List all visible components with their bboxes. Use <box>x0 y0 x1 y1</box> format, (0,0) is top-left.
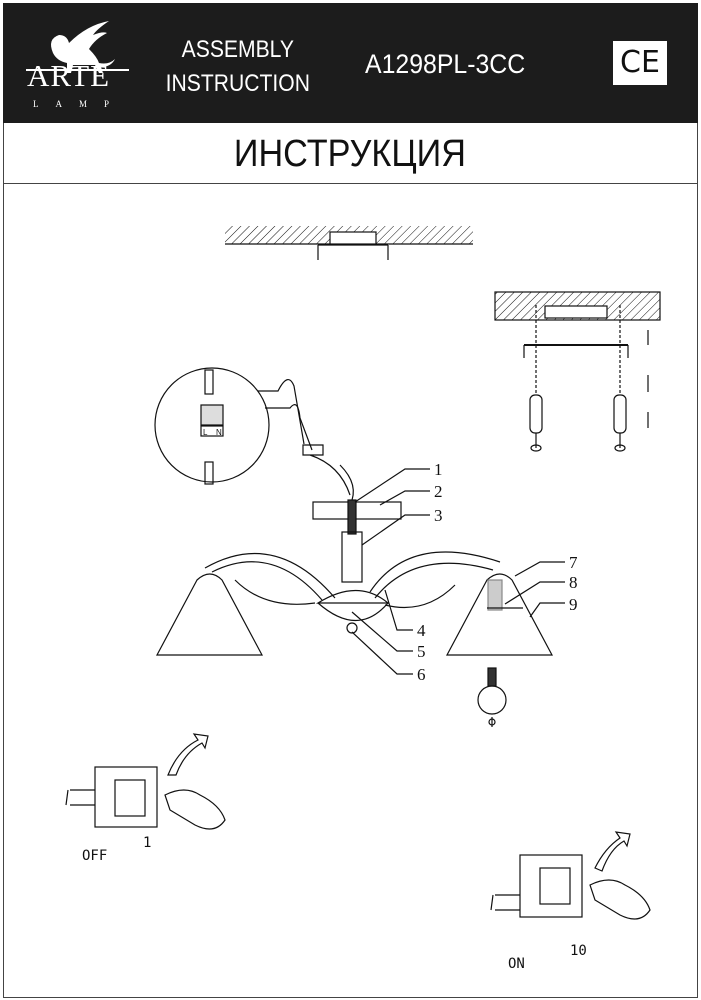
griffin-logo-icon <box>26 21 129 73</box>
assembly-instruction-heading: ASSEMBLY INSTRUCTION <box>163 33 313 101</box>
part-callouts: 1 2 3 4 5 6 7 8 9 <box>351 460 578 684</box>
assembly-line1: ASSEMBLY <box>181 36 294 63</box>
ce-mark: CE <box>613 41 667 85</box>
wire-connector-detail: L N <box>154 367 351 496</box>
switch-off-diagram: OFF 1 <box>65 733 226 864</box>
screw-icon <box>529 305 543 452</box>
part-label-6: 6 <box>417 665 426 684</box>
switch-off-state: OFF <box>82 848 107 864</box>
part-label-1: 1 <box>434 460 443 479</box>
connector-label-l: L <box>203 428 208 437</box>
chandelier-diagram <box>156 464 553 727</box>
assembly-diagram: L N 1 2 3 4 5 6 7 8 9 <box>65 226 661 972</box>
switch-on-state: ON <box>508 956 525 972</box>
part-label-4: 4 <box>417 621 426 640</box>
switch-on-position: 10 <box>570 943 587 959</box>
part-label-7: 7 <box>569 553 578 572</box>
header-band: ARTE LAMP ASSEMBLY INSTRUCTION A1298PL-3… <box>3 3 698 123</box>
switch-on-diagram: ON 10 <box>490 831 651 972</box>
model-number: A1298PL-3CC <box>365 49 526 79</box>
part-label-5: 5 <box>417 642 426 661</box>
brand-name: ARTE <box>27 58 111 93</box>
screw-icon <box>613 305 627 452</box>
title-band: ИНСТРУКЦИЯ <box>3 123 697 184</box>
part-label-9: 9 <box>569 595 578 614</box>
switch-off-position: 1 <box>143 835 151 851</box>
assembly-line2: INSTRUCTION <box>165 70 310 97</box>
brand-subtitle: LAMP <box>33 99 127 109</box>
part-label-8: 8 <box>569 573 578 592</box>
anchor-installation-diagram <box>494 291 661 452</box>
part-label-3: 3 <box>434 506 443 525</box>
connector-label-n: N <box>216 428 222 437</box>
page-title: ИНСТРУКЦИЯ <box>233 133 467 175</box>
ceiling-mount-diagram <box>225 226 473 260</box>
part-label-2: 2 <box>434 482 443 501</box>
